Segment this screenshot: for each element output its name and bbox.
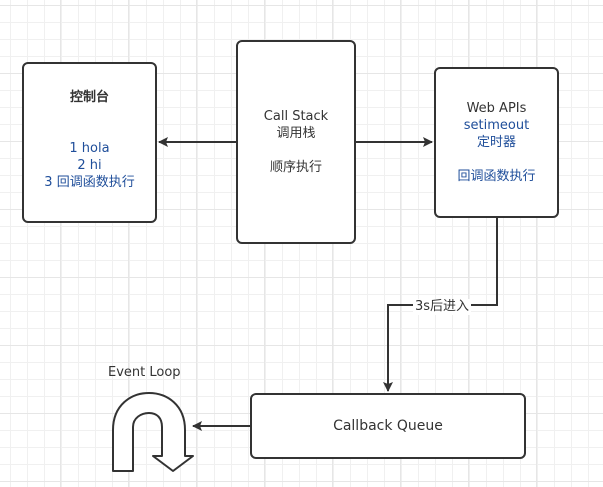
console-line: 2 hi (77, 158, 102, 173)
console-line: 3 回调函数执行 (44, 175, 135, 190)
call-stack-box: Call Stack 调用栈 顺序执行 (236, 40, 356, 244)
web-apis-box: Web APIs setimeout 定时器 回调函数执行 (434, 67, 559, 218)
web-apis-note: 回调函数执行 (457, 169, 536, 184)
call-stack-title: Call Stack (263, 109, 329, 124)
call-stack-subtitle: 调用栈 (276, 126, 316, 141)
event-loop-label: Event Loop (108, 365, 181, 380)
callback-queue-title: Callback Queue (333, 417, 443, 434)
web-apis-title: Web APIs (466, 101, 527, 116)
web-apis-item: setimeout (463, 118, 530, 133)
call-stack-note: 顺序执行 (269, 160, 322, 175)
web-apis-item-desc: 定时器 (476, 135, 516, 150)
console-line: 1 hola (69, 141, 110, 156)
console-title: 控制台 (69, 90, 109, 105)
u-turn-arrow-icon (112, 392, 194, 472)
callback-queue-box: Callback Queue (250, 393, 526, 459)
console-box: 控制台 1 hola 2 hi 3 回调函数执行 (22, 62, 157, 223)
edge-label-delay: 3s后进入 (413, 299, 472, 315)
